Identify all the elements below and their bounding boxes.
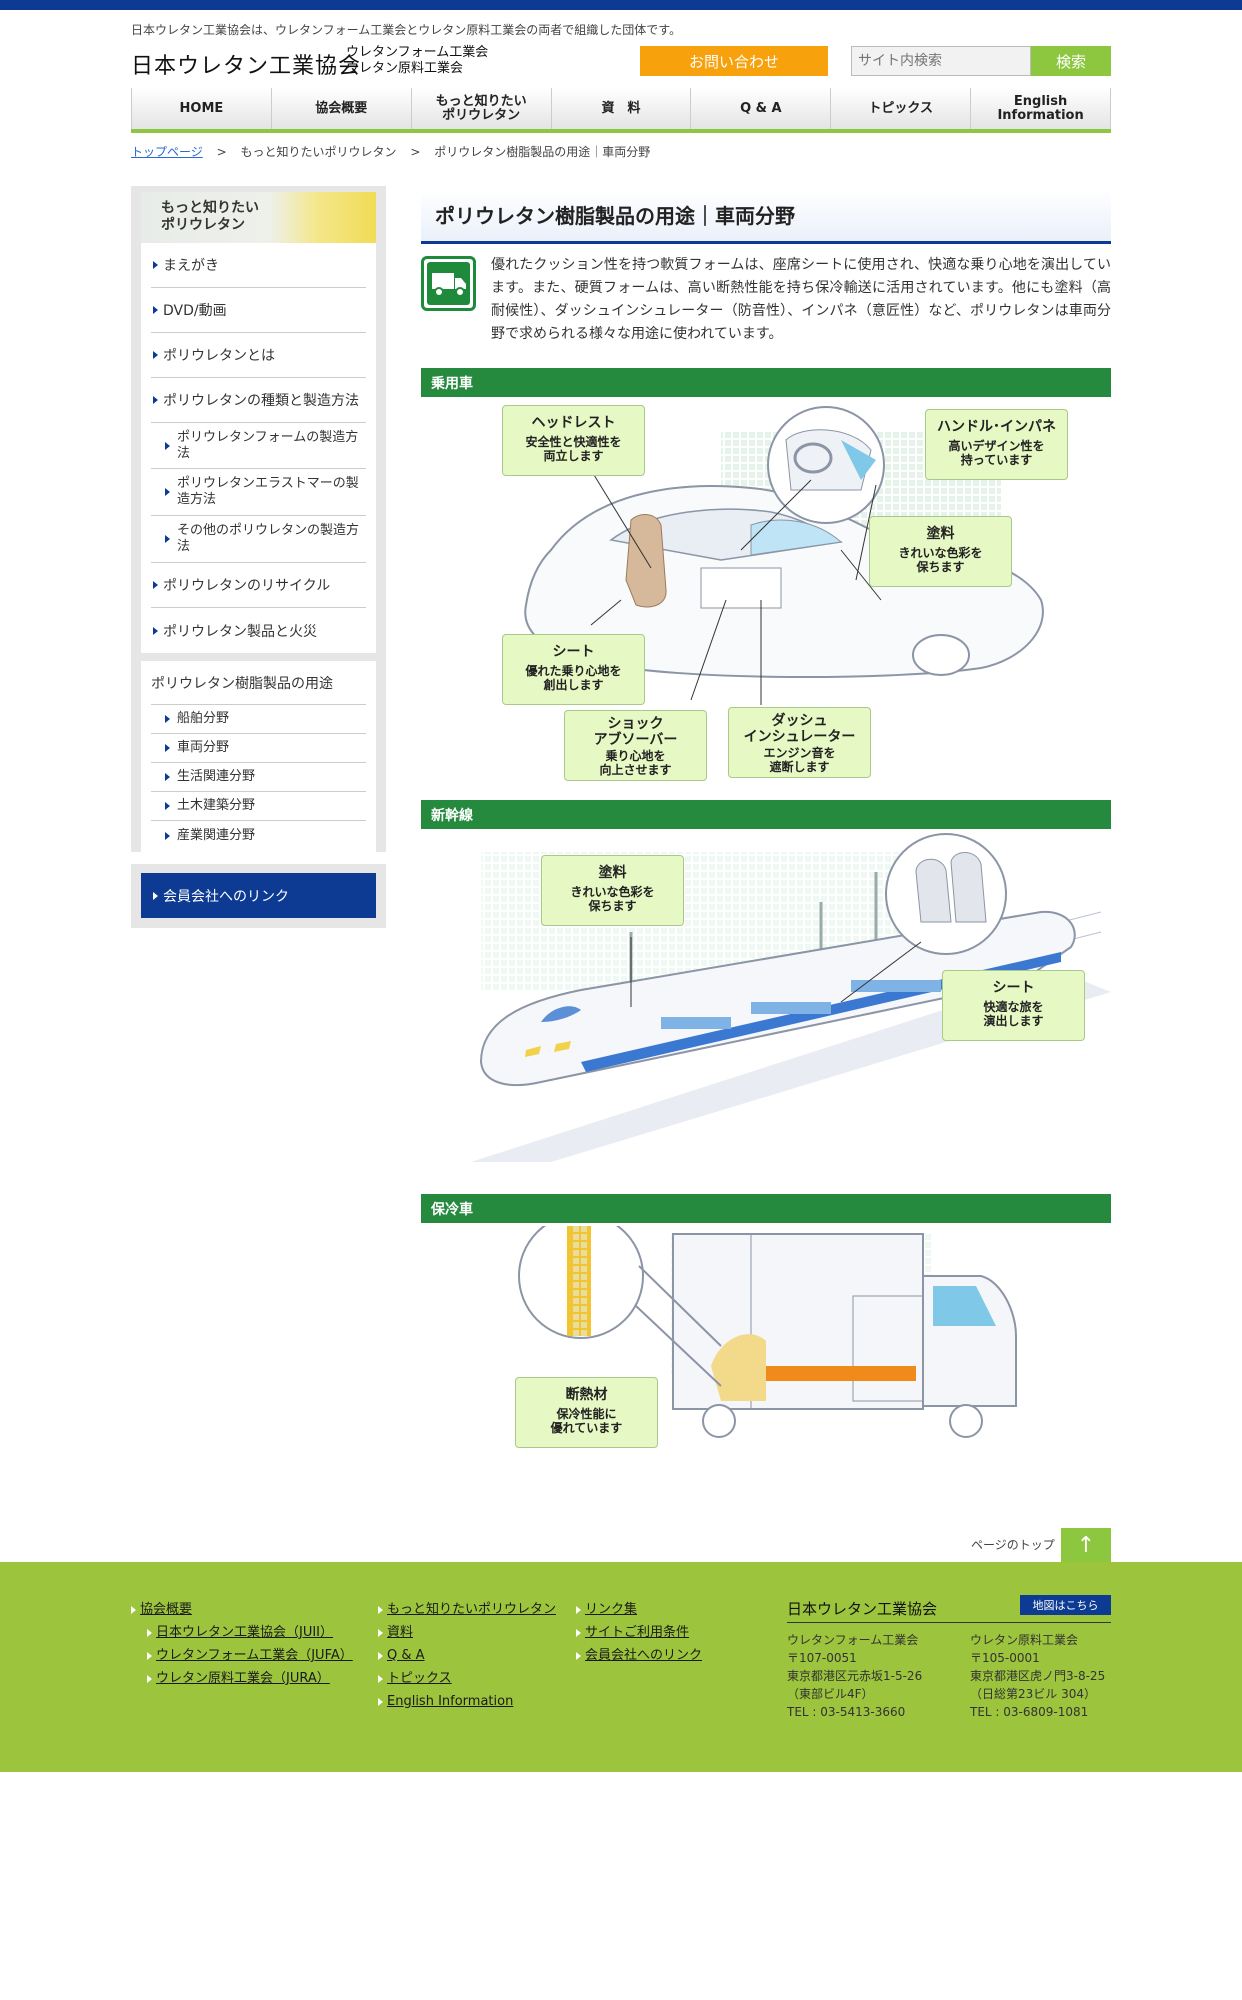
footer-address-jufa: ウレタンフォーム工業会 〒107-0051 東京都港区元赤坂1-5-26 （東部… bbox=[787, 1633, 923, 1719]
breadcrumb: トップページ > もっと知りたいポリウレタン > ポリウレタン樹脂製品の用途｜車… bbox=[131, 143, 650, 160]
callout-title: ダッシュ インシュレーター bbox=[743, 713, 856, 745]
sidebar-heading: もっと知りたい ポリウレタン bbox=[141, 192, 376, 243]
footer-link-jufa[interactable]: ウレタンフォーム工業会（JUFA） bbox=[147, 1644, 353, 1667]
intro-text: 優れたクッション性を持つ軟質フォームは、座席シートに使用され、快適な乗り心地を演… bbox=[491, 257, 1111, 342]
sidebar-uses-menu: ポリウレタン樹脂製品の用途 船舶分野 車両分野 生活関連分野 土木建築分野 産業… bbox=[141, 661, 376, 858]
section-heading-car: 乗用車 bbox=[421, 368, 1111, 397]
callout-desc: 安全性と快適性を 両立します bbox=[525, 435, 622, 463]
sidebar-item-dvd[interactable]: DVD/動画 bbox=[151, 288, 366, 333]
callout-desc: きれいな色彩を 保ちます bbox=[570, 885, 655, 913]
nav-qa[interactable]: Q & A bbox=[691, 88, 832, 129]
site-logo[interactable]: 日本ウレタン工業協会 bbox=[131, 54, 362, 79]
nav-english[interactable]: English Information bbox=[971, 88, 1112, 129]
footer-link-jura[interactable]: ウレタン原料工業会（JURA） bbox=[147, 1667, 353, 1690]
footer-col-content: もっと知りたいポリウレタン 資料 Q & A トピックス English Inf… bbox=[378, 1598, 556, 1713]
callout-title: ハンドル･インパネ bbox=[937, 419, 1056, 435]
site-tagline: 日本ウレタン工業協会は、ウレタンフォーム工業会とウレタン原料工業会の両者で組織し… bbox=[131, 23, 682, 37]
nav-about[interactable]: 協会概要 bbox=[272, 88, 412, 129]
callout-train-paint: 塗料 きれいな色彩を 保ちます bbox=[541, 855, 684, 926]
breadcrumb-separator: > bbox=[216, 145, 227, 159]
sidebar-use-construction[interactable]: 土木建築分野 bbox=[151, 792, 366, 821]
sidebar-item-fire[interactable]: ポリウレタン製品と火災 bbox=[151, 608, 366, 653]
nav-topics[interactable]: トピックス bbox=[831, 88, 972, 129]
callout-title: シート bbox=[552, 644, 595, 660]
footer-col-links: リンク集 サイトご利用条件 会員会社へのリンク bbox=[576, 1598, 702, 1667]
contact-button[interactable]: お問い合わせ bbox=[640, 46, 828, 76]
callout-desc: きれいな色彩を 保ちます bbox=[898, 546, 983, 574]
page-title: ポリウレタン樹脂製品の用途｜車両分野 bbox=[421, 190, 1111, 244]
sidebar-use-ship[interactable]: 船舶分野 bbox=[151, 705, 366, 734]
search-input[interactable] bbox=[851, 46, 1031, 76]
truck-icon bbox=[421, 256, 476, 311]
footer-link-polyurethane[interactable]: もっと知りたいポリウレタン bbox=[378, 1598, 556, 1621]
sidebar-subitem-other[interactable]: その他のポリウレタンの製造方法 bbox=[151, 516, 366, 563]
callout-title: 断熱材 bbox=[565, 1387, 608, 1403]
breadcrumb-home-link[interactable]: トップページ bbox=[131, 145, 203, 159]
callout-train-seat: シート 快適な旅を 演出します bbox=[942, 970, 1085, 1041]
sidebar-use-industry[interactable]: 産業関連分野 bbox=[151, 821, 366, 850]
search-button[interactable]: 検索 bbox=[1031, 46, 1111, 76]
footer-link-english[interactable]: English Information bbox=[378, 1690, 556, 1713]
callout-desc: 高いデザイン性を 持っています bbox=[948, 439, 1045, 467]
callout-desc: 優れた乗り心地を 創出します bbox=[525, 664, 622, 692]
sidebar-uses-title[interactable]: ポリウレタン樹脂製品の用途 bbox=[151, 661, 366, 705]
callout-desc: 乗り心地を 向上させます bbox=[599, 749, 672, 777]
sidebar-item-about-pu[interactable]: ポリウレタンとは bbox=[151, 333, 366, 378]
footer-link-links[interactable]: リンク集 bbox=[576, 1598, 702, 1621]
callout-title: 塗料 bbox=[926, 526, 955, 542]
callout-shock-absorber: ショック アブソーバー 乗り心地を 向上させます bbox=[564, 710, 707, 781]
sidebar-item-preface[interactable]: まえがき bbox=[151, 243, 366, 288]
global-nav: HOME 協会概要 もっと知りたい ポリウレタン 資 料 Q & A トピックス… bbox=[131, 88, 1112, 133]
top-accent-bar bbox=[0, 0, 1242, 10]
sidebar-item-recycle[interactable]: ポリウレタンのリサイクル bbox=[151, 563, 366, 608]
nav-materials[interactable]: 資 料 bbox=[552, 88, 692, 129]
footer-col-about: 協会概要 日本ウレタン工業協会（JUII） ウレタンフォーム工業会（JUFA） … bbox=[131, 1598, 353, 1690]
callout-paint: 塗料 きれいな色彩を 保ちます bbox=[869, 516, 1012, 587]
breadcrumb-separator: > bbox=[410, 145, 421, 159]
callout-title: 塗料 bbox=[598, 865, 627, 881]
member-link-button[interactable]: 会員会社へのリンク bbox=[141, 873, 376, 918]
callout-dash-insulator: ダッシュ インシュレーター エンジン音を 遮断します bbox=[728, 707, 871, 778]
footer-link-qa[interactable]: Q & A bbox=[378, 1644, 556, 1667]
sidebar-use-vehicle[interactable]: 車両分野 bbox=[151, 734, 366, 763]
breadcrumb-current: ポリウレタン樹脂製品の用途｜車両分野 bbox=[434, 145, 651, 159]
sidebar-item-types[interactable]: ポリウレタンの種類と製造方法 bbox=[151, 378, 366, 423]
section-heading-shinkansen: 新幹線 bbox=[421, 800, 1111, 829]
callout-headrest: ヘッドレスト 安全性と快適性を 両立します bbox=[502, 405, 645, 476]
callout-desc: 快適な旅を 演出します bbox=[983, 1000, 1044, 1028]
footer-link-materials[interactable]: 資料 bbox=[378, 1621, 556, 1644]
sidebar-menu: まえがき DVD/動画 ポリウレタンとは ポリウレタンの種類と製造方法 ポリウレ… bbox=[141, 243, 376, 653]
callout-title: ショック アブソーバー bbox=[593, 716, 678, 748]
member-link-box: 会員会社へのリンク bbox=[131, 864, 386, 928]
callout-seat: シート 優れた乗り心地を 創出します bbox=[502, 634, 645, 705]
sidebar: もっと知りたい ポリウレタン まえがき DVD/動画 ポリウレタンとは ポリウレ… bbox=[131, 186, 386, 858]
sidebar-subitem-foam[interactable]: ポリウレタンフォームの製造方法 bbox=[151, 423, 366, 469]
nav-polyurethane[interactable]: もっと知りたい ポリウレタン bbox=[412, 88, 552, 129]
page-top-button[interactable]: ↑ bbox=[1061, 1528, 1111, 1562]
callout-title: ヘッドレスト bbox=[531, 415, 616, 431]
car-illustration bbox=[524, 406, 1044, 705]
footer-link-juii[interactable]: 日本ウレタン工業協会（JUII） bbox=[147, 1621, 353, 1644]
sidebar-subitem-elastomer[interactable]: ポリウレタンエラストマーの製造方法 bbox=[151, 469, 366, 516]
callout-insulation: 断熱材 保冷性能に 優れています bbox=[515, 1377, 658, 1448]
nav-home[interactable]: HOME bbox=[131, 88, 272, 129]
site-logo-sub: ウレタンフォーム工業会 ウレタン原料工業会 bbox=[346, 45, 489, 76]
map-button[interactable]: 地図はこちら bbox=[1020, 1595, 1111, 1615]
footer-link-topics[interactable]: トピックス bbox=[378, 1667, 556, 1690]
footer-link-members[interactable]: 会員会社へのリンク bbox=[576, 1644, 702, 1667]
callout-title: シート bbox=[992, 980, 1035, 996]
callout-desc: エンジン音を 遮断します bbox=[763, 746, 836, 774]
section-heading-refrigerated: 保冷車 bbox=[421, 1194, 1111, 1223]
footer-link-terms[interactable]: サイトご利用条件 bbox=[576, 1621, 702, 1644]
refrigerated-truck-illustration bbox=[518, 1226, 1017, 1438]
footer-link-about[interactable]: 協会概要 bbox=[131, 1598, 353, 1621]
callout-desc: 保冷性能に 優れています bbox=[550, 1407, 623, 1435]
footer-org-name: 日本ウレタン工業協会 bbox=[787, 1598, 1111, 1623]
page-top-label[interactable]: ページのトップ bbox=[971, 1538, 1055, 1552]
callout-steering: ハンドル･インパネ 高いデザイン性を 持っています bbox=[925, 409, 1068, 480]
breadcrumb-level2[interactable]: もっと知りたいポリウレタン bbox=[240, 145, 397, 159]
footer-address-jura: ウレタン原料工業会 〒105-0001 東京都港区虎ノ門3-8-25 （日総第2… bbox=[970, 1633, 1106, 1719]
sidebar-use-life[interactable]: 生活関連分野 bbox=[151, 763, 366, 792]
